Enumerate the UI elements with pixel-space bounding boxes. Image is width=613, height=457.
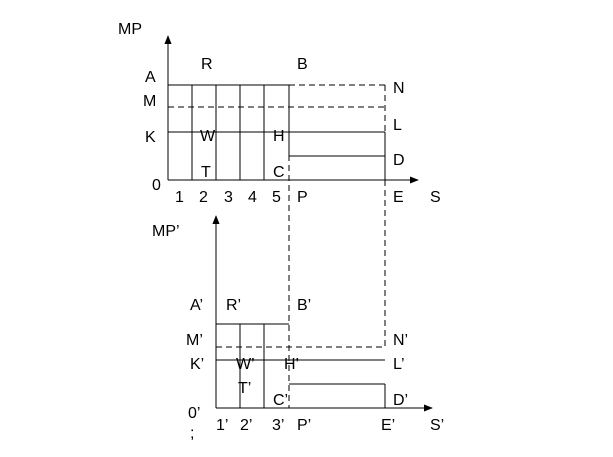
- upper-label-K: K: [145, 129, 156, 146]
- lower-label-W: W’: [236, 356, 255, 373]
- lower-label-K: K’: [190, 356, 204, 373]
- lower-panel: [212, 215, 433, 412]
- upper-label-B: B: [297, 56, 308, 73]
- lower-label-T: T’: [238, 380, 251, 397]
- upper-label-N: N: [393, 80, 405, 97]
- upper-label-C: C: [273, 164, 285, 181]
- lower-panel-labels: MP’ S’ 0’ ; 1’ 2’ 3’ A’ R’ B’ M’ N’ K’ W…: [152, 223, 444, 442]
- upper-panel: MP S 0 1 2 3 4 5 A M K R B N L W H T C D…: [118, 21, 441, 206]
- lower-label-R: R’: [226, 297, 241, 314]
- lower-origin-extra: ;: [190, 425, 194, 442]
- upper-origin-label: 0: [152, 177, 161, 194]
- upper-tick-5: 5: [272, 189, 281, 206]
- upper-label-P: P: [297, 189, 308, 206]
- upper-tick-4: 4: [248, 189, 257, 206]
- lower-label-A: A’: [190, 297, 203, 314]
- lower-tick-3: 3’: [272, 417, 284, 434]
- lower-label-P: P’: [297, 417, 311, 434]
- lower-origin-label: 0’: [188, 405, 200, 422]
- upper-x-axis-label: S: [430, 189, 441, 206]
- lower-label-C: C’: [273, 392, 288, 409]
- upper-label-D: D: [393, 152, 405, 169]
- lower-label-D: D’: [393, 392, 408, 409]
- upper-tick-2: 2: [199, 189, 208, 206]
- upper-label-E: E: [393, 189, 404, 206]
- lower-label-H: H’: [284, 356, 299, 373]
- lower-label-N: N’: [393, 332, 408, 349]
- upper-tick-3: 3: [224, 189, 233, 206]
- lower-tick-1: 1’: [216, 417, 228, 434]
- upper-label-T: T: [201, 164, 211, 181]
- upper-label-L: L: [393, 117, 402, 134]
- lower-y-axis-label: MP’: [152, 223, 180, 240]
- upper-label-H: H: [273, 128, 285, 145]
- upper-label-A: A: [145, 69, 156, 86]
- upper-label-R: R: [201, 56, 213, 73]
- upper-y-axis-label: MP: [118, 21, 142, 38]
- upper-tick-1: 1: [175, 189, 184, 206]
- upper-label-W: W: [200, 128, 216, 145]
- lower-tick-2: 2’: [240, 417, 252, 434]
- lower-x-axis-label: S’: [430, 417, 444, 434]
- lower-label-L: L’: [393, 356, 405, 373]
- lower-label-M: M’: [186, 332, 203, 349]
- lower-label-B: B’: [297, 297, 311, 314]
- lower-label-E: E’: [381, 417, 395, 434]
- upper-label-M: M: [143, 93, 156, 110]
